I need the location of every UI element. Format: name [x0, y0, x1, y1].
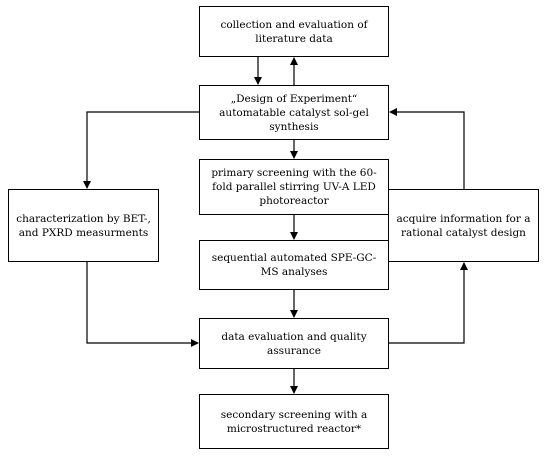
- box-primary-screening: primary screening with the 60-fold paral…: [199, 159, 389, 215]
- box-design-label: „Design of Experiment“ automatable catal…: [219, 92, 369, 133]
- box-sequential-analyses: sequential automated SPE-GC-MS analyses: [199, 240, 389, 290]
- arrow-characterization-to-evaluation: [86, 262, 199, 347]
- box-acquire-information: acquire information for a rational catal…: [388, 189, 539, 262]
- box-design-of-experiment: „Design of Experiment“ automatable catal…: [199, 85, 389, 140]
- arrow-design-to-characterization: [83, 111, 199, 189]
- box-evaluation-label: data evaluation and quality assurance: [221, 330, 367, 357]
- box-secondary-label: secondary screening with a microstructur…: [220, 408, 368, 435]
- box-acquire-label: acquire information for a rational catal…: [396, 212, 531, 239]
- box-data-evaluation: data evaluation and quality assurance: [199, 318, 389, 369]
- box-characterization: characterization by BET-, and PXRD measu…: [8, 189, 159, 262]
- box-characterization-label: characterization by BET-, and PXRD measu…: [16, 212, 151, 239]
- box-primary-label: primary screening with the 60-fold paral…: [211, 167, 377, 207]
- box-collection: collection and evaluation of literature …: [199, 6, 389, 57]
- box-secondary-screening: secondary screening with a microstructur…: [199, 394, 389, 449]
- box-collection-label: collection and evaluation of literature …: [220, 18, 368, 45]
- arrow-evaluation-to-acquire: [389, 262, 468, 344]
- arrow-acquire-to-design: [389, 108, 465, 189]
- box-sequential-label: sequential automated SPE-GC-MS analyses: [211, 252, 377, 278]
